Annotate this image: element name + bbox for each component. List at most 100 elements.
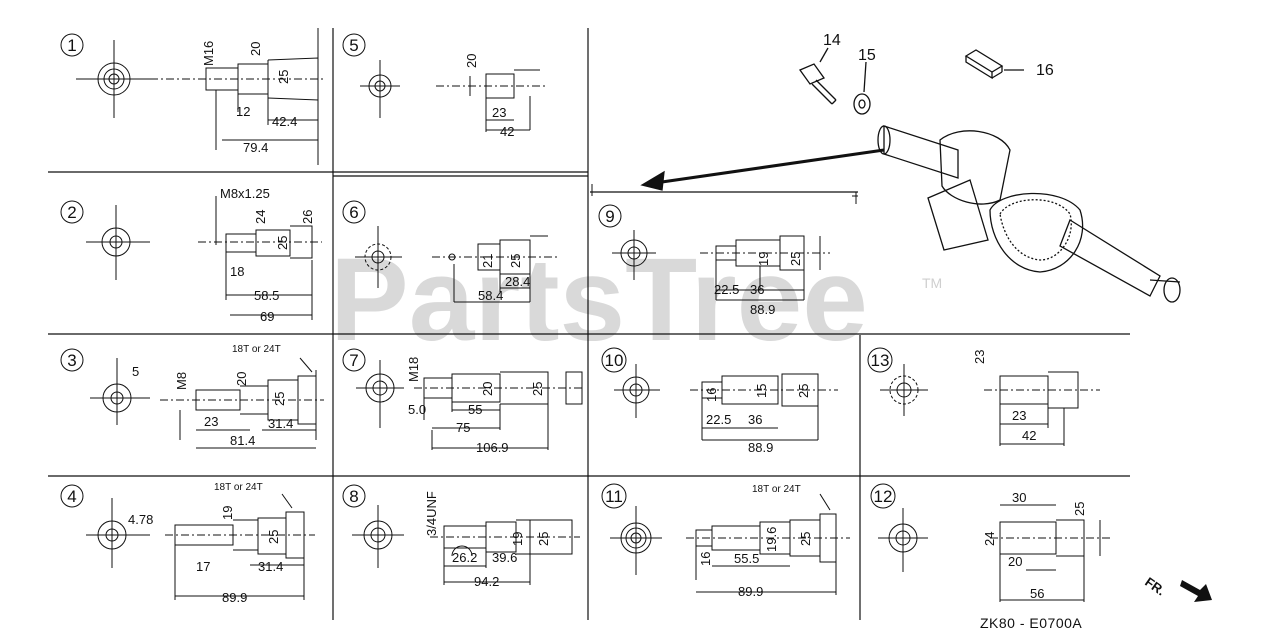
- cell-number: 13: [871, 351, 890, 370]
- callout-washer: 15: [858, 47, 876, 64]
- dim-length: 81.4: [230, 433, 255, 448]
- dim-diameter: 23: [972, 350, 987, 364]
- cell-number: 6: [349, 203, 358, 222]
- dim-diameter: 20: [464, 54, 479, 68]
- shaft-end-view: [86, 498, 150, 568]
- cell-number-circle: [598, 204, 622, 228]
- dim-length: 18: [230, 264, 244, 279]
- dim-length: 5.0: [408, 402, 426, 417]
- leader-line: [863, 61, 867, 93]
- dim-diameter: 19.6: [764, 527, 779, 552]
- dim-length: 55: [468, 402, 482, 417]
- shaft-end-view: [356, 360, 404, 428]
- dim-diameter: 25: [276, 70, 291, 84]
- cell-13: 13 23 23 42: [867, 347, 1100, 446]
- shaft-side-view: [198, 196, 322, 320]
- cell-number: 9: [605, 207, 614, 226]
- dim-diameter: 25: [788, 252, 803, 266]
- cell-number-circle: [867, 347, 893, 373]
- diagram-code: ZK80 - E0700A: [980, 615, 1082, 631]
- shaft-end-view: [76, 40, 150, 118]
- cell-11: 11 18T or 24T 19.6 25 16 55.5 89.9: [601, 483, 850, 599]
- dim-length: 75: [456, 420, 470, 435]
- shaft-end-view: [610, 506, 662, 575]
- dim-diameter: 25: [530, 382, 545, 396]
- cell-number-circle: [342, 348, 366, 372]
- cell-number: 4: [67, 487, 76, 506]
- dim-gear-teeth: 18T or 24T: [214, 482, 263, 493]
- washer-icon: [853, 93, 871, 115]
- dim-length: 94.2: [474, 574, 499, 589]
- dim-diameter: 4.78: [128, 512, 153, 527]
- cell-number-circle: [60, 348, 84, 372]
- shaft-end-view: [878, 508, 928, 572]
- cell-number-circle: [342, 200, 366, 224]
- callout-key: 16: [1036, 62, 1054, 79]
- cell-7: 7 M18 20 25 5.0 55 75 106.9: [342, 348, 585, 455]
- shaft-side-view: [990, 504, 1110, 602]
- cell-9: 9 19 25 22.5 36 88.9: [598, 204, 830, 317]
- shaft-side-view: [700, 235, 830, 301]
- dim-diameter: 20: [248, 42, 263, 56]
- bolt-icon: [799, 63, 837, 105]
- cell-number: 7: [349, 351, 358, 370]
- shaft-side-view: [432, 235, 560, 303]
- dim-diameter: 25: [536, 532, 551, 546]
- dim-diameter: 25: [796, 384, 811, 398]
- dim-length: 31.4: [258, 559, 283, 574]
- dim-length: 39.6: [492, 550, 517, 565]
- dim-length: 56: [1030, 586, 1044, 601]
- cell-number-circle: [601, 347, 627, 373]
- dim-length: 28.4: [505, 274, 530, 289]
- cell-number-circle: [60, 200, 84, 224]
- front-label: FR.: [1142, 574, 1168, 598]
- dim-length: 88.9: [748, 440, 773, 455]
- cell-number: 2: [67, 203, 76, 222]
- dim-thread: M18: [406, 357, 421, 382]
- dim-gear-teeth: 18T or 24T: [752, 484, 801, 495]
- shaft-side-view: [690, 373, 838, 441]
- dim-length: 58.4: [478, 288, 503, 303]
- cell-number: 10: [605, 351, 624, 370]
- pointer-arrow-head: [640, 170, 665, 191]
- cell-number: 8: [349, 487, 358, 506]
- dim-length: 42.4: [272, 114, 297, 129]
- shaft-end-view: [86, 205, 150, 280]
- shaft-end-view: [360, 60, 400, 118]
- dim-length: 30: [1012, 490, 1026, 505]
- cell-4: 4 4.78 18T or 24T 19 25 17 31.4 89.9: [60, 482, 315, 605]
- cell-6: 6 21 25 28.4 58.4: [342, 200, 560, 303]
- shaft-end-view: [614, 364, 660, 418]
- shaft-side-view: [984, 371, 1100, 446]
- dim-diameter: 19: [756, 252, 771, 266]
- cell-5: 5 20 23 42: [342, 33, 548, 139]
- cell-number-circle: [601, 483, 627, 509]
- dim-length: 55.5: [734, 551, 759, 566]
- dim-diameter: 20: [480, 382, 495, 396]
- dim-diameter: 26: [300, 210, 315, 224]
- dim-length: 79.4: [243, 140, 268, 155]
- cell-number: 3: [67, 351, 76, 370]
- dim-length: 69: [260, 309, 274, 324]
- dim-thread: M16: [201, 41, 216, 66]
- dim-length: 17: [196, 559, 210, 574]
- cell-number: 5: [349, 36, 358, 55]
- dim-length: 22.5: [706, 412, 731, 427]
- dim-diameter: 24: [982, 532, 997, 546]
- dim-length: 36: [750, 282, 764, 297]
- crankshaft-icon: [877, 125, 1181, 303]
- dim-length: 106.9: [476, 440, 509, 455]
- cell-2: 2 M8x1.25 24 26 25 18 58.5 69: [60, 186, 322, 324]
- cell-10: 10 16 15 25 22.5 36 88.9: [601, 347, 838, 455]
- shaft-end-view: [90, 358, 150, 425]
- dim-length: 42: [500, 124, 514, 139]
- cell-3: 3 5 M8 18T or 24T 20 25 23 31.4 81.4: [60, 344, 324, 449]
- dim-length: 23: [1012, 408, 1026, 423]
- watermark-tm: TM: [922, 275, 942, 291]
- dim-length: 22.5: [714, 282, 739, 297]
- dim-diameter: 15: [754, 384, 769, 398]
- dim-length: 89.9: [222, 590, 247, 605]
- dim-length: 88.9: [750, 302, 775, 317]
- dim-thread: 3/4UNF: [424, 491, 439, 536]
